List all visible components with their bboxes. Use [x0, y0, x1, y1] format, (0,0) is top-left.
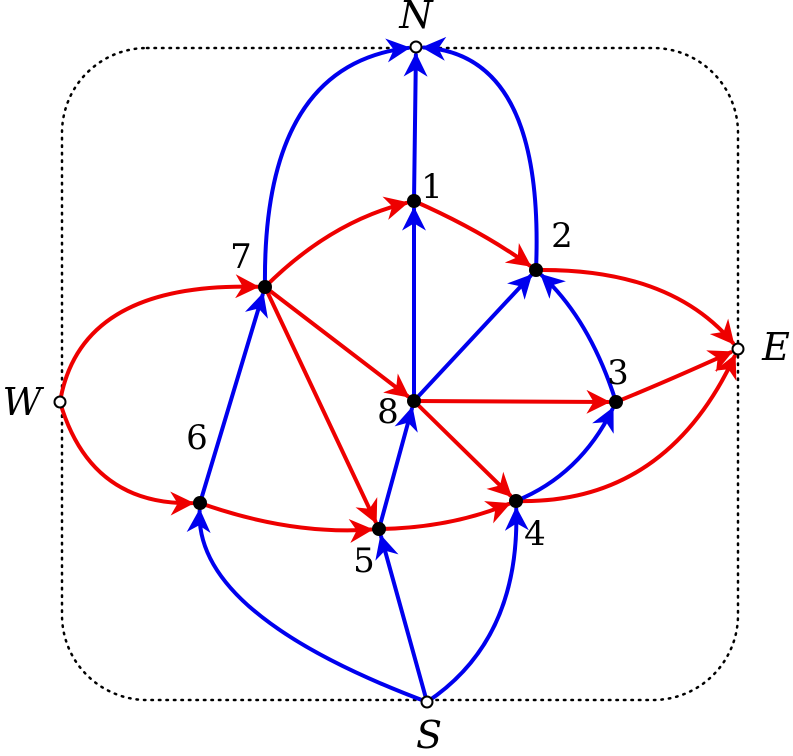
node-7 [258, 280, 272, 294]
terminal-label-S: S [416, 713, 442, 756]
terminal-E [731, 342, 745, 356]
node-8 [407, 394, 421, 408]
edge-red-8-to-4 [412, 399, 513, 498]
edge-red-7-to-5 [263, 285, 378, 524]
edge-blue-8-to-2 [412, 273, 533, 403]
edge-red-4-to-E [514, 354, 737, 504]
node-label-3: 3 [607, 353, 629, 393]
terminal-label-N: N [398, 0, 434, 37]
node-2 [529, 263, 543, 277]
node-label-8: 8 [377, 392, 399, 432]
node-label-2: 2 [551, 216, 573, 256]
edge-blue-3-to-2 [539, 273, 618, 404]
node-label-4: 4 [524, 514, 546, 554]
edge-red-1-to-2 [412, 199, 532, 268]
edge-red-2-to-E [534, 267, 735, 345]
edge-blue-6-to-7 [198, 292, 268, 505]
edge-blue-S-to-5 [375, 534, 429, 704]
outer-dotted-frame [60, 46, 740, 702]
edge-red-W-to-7 [58, 274, 260, 404]
nodes-layer [53, 40, 745, 709]
edge-red-7-to-8 [263, 285, 410, 399]
edge-red-W-to-6 [58, 400, 195, 516]
edge-blue-S-to-4 [425, 506, 529, 704]
node-6 [193, 496, 207, 510]
terminal-label-W: W [2, 380, 44, 424]
node-label-5: 5 [353, 541, 375, 581]
node-label-6: 6 [186, 418, 208, 458]
node-3 [609, 395, 623, 409]
edge-blue-S-to-6 [186, 508, 429, 704]
node-1 [407, 194, 421, 208]
edge-red-6-to-5 [198, 501, 374, 543]
terminal-N [409, 40, 423, 54]
terminal-S [420, 695, 434, 709]
edge-red-7-to-1 [263, 196, 409, 289]
edge-blue-2-to-N [421, 36, 539, 272]
edge-red-5-to-4 [377, 501, 511, 531]
edge-blue-7-to-N [262, 38, 411, 289]
node-label-7: 7 [230, 237, 252, 277]
terminal-W [53, 395, 67, 409]
edges-layer [58, 36, 737, 704]
node-label-1: 1 [421, 167, 443, 207]
terminal-label-E: E [761, 325, 790, 369]
edge-blue-5-to-8 [377, 406, 418, 531]
edge-red-8-to-3 [412, 389, 611, 414]
node-4 [509, 494, 523, 508]
node-5 [372, 522, 386, 536]
edge-blue-1-to-N [403, 52, 428, 203]
edge-blue-4-to-3 [514, 407, 615, 503]
